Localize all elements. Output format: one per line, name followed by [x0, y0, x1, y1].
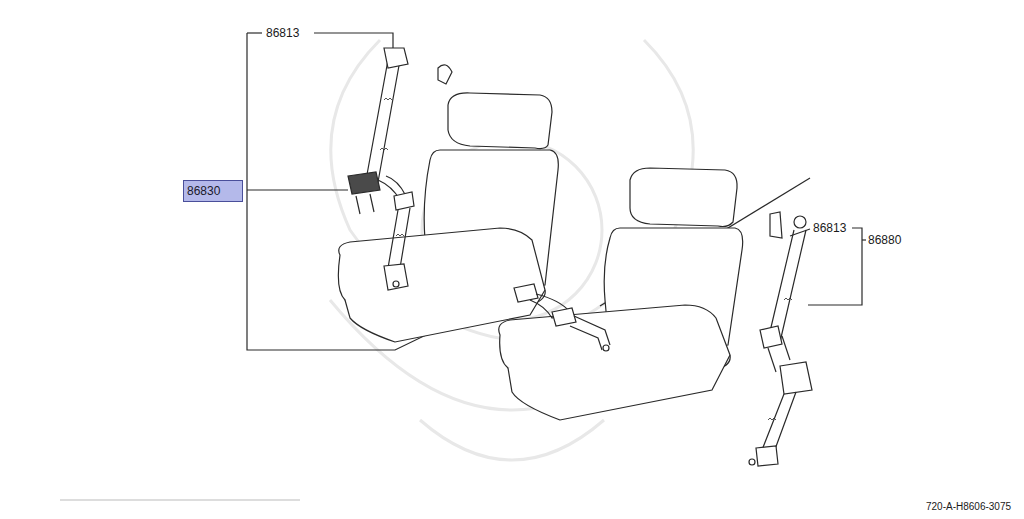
belt-texture — [380, 98, 792, 420]
driver-belt — [348, 48, 610, 351]
leader-lines — [60, 33, 866, 500]
passenger-belt — [749, 212, 812, 466]
callout-number: 86880 — [868, 233, 901, 247]
callout-number: 86813 — [813, 221, 846, 235]
drawing-code: 720-A-H8606-3075 — [926, 500, 1011, 514]
highlighted-part-number: 86830 — [183, 180, 243, 202]
front-seats — [338, 93, 742, 420]
callout-number: 86813 — [266, 26, 299, 40]
part-number: 86830 — [187, 184, 239, 198]
